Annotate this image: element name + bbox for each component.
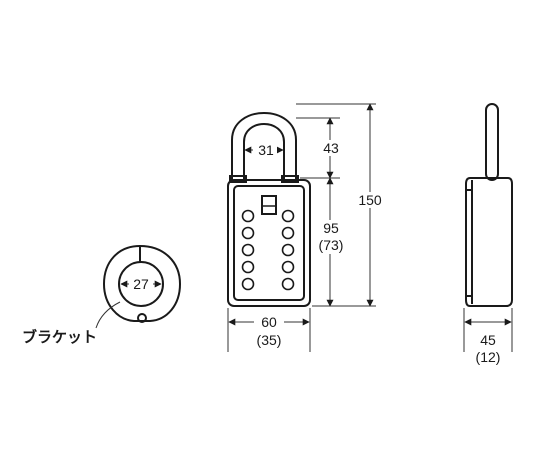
dim-total-height: 150 [358, 192, 382, 208]
dim-body-height-alt: (73) [319, 237, 344, 253]
keypad-button-8 [281, 260, 295, 274]
bracket-drawing: 27 ブラケット [22, 244, 182, 346]
side-body [465, 177, 513, 307]
keypad-button-3 [241, 226, 255, 240]
front-body-inner [233, 185, 305, 301]
dim-body-height: 95 [323, 220, 339, 236]
keypad-button-6 [281, 243, 295, 257]
bracket-inner-circle [118, 261, 164, 307]
dim-body-width-alt: (35) [257, 332, 282, 348]
release-slot [261, 195, 277, 215]
dim-depth-alt: (12) [476, 349, 501, 365]
keypad-button-10 [281, 277, 295, 291]
side-view: 45 (12) [463, 103, 513, 365]
dim-shackle-height: 43 [323, 140, 339, 156]
bracket-screw-hole [137, 313, 147, 323]
bracket-diameter-label: 27 [133, 276, 149, 292]
keypad-button-9 [241, 277, 255, 291]
keypad-button-1 [241, 209, 255, 223]
bracket-label: ブラケット [22, 328, 97, 346]
keypad-button-4 [281, 226, 295, 240]
keypad [241, 209, 295, 291]
front-view: 31 43 95 (73) 150 60 (35) [227, 103, 386, 352]
dim-depth: 45 [480, 332, 496, 348]
front-body [227, 179, 311, 307]
keypad-button-5 [241, 243, 255, 257]
front-shackle [231, 112, 297, 180]
keypad-button-2 [281, 209, 295, 223]
side-shackle [485, 103, 499, 181]
bracket-leader-line [95, 301, 121, 329]
dim-shackle-width: 31 [258, 142, 274, 158]
front-shackle-inner [243, 123, 285, 180]
dim-body-width: 60 [261, 314, 277, 330]
keypad-button-7 [241, 260, 255, 274]
